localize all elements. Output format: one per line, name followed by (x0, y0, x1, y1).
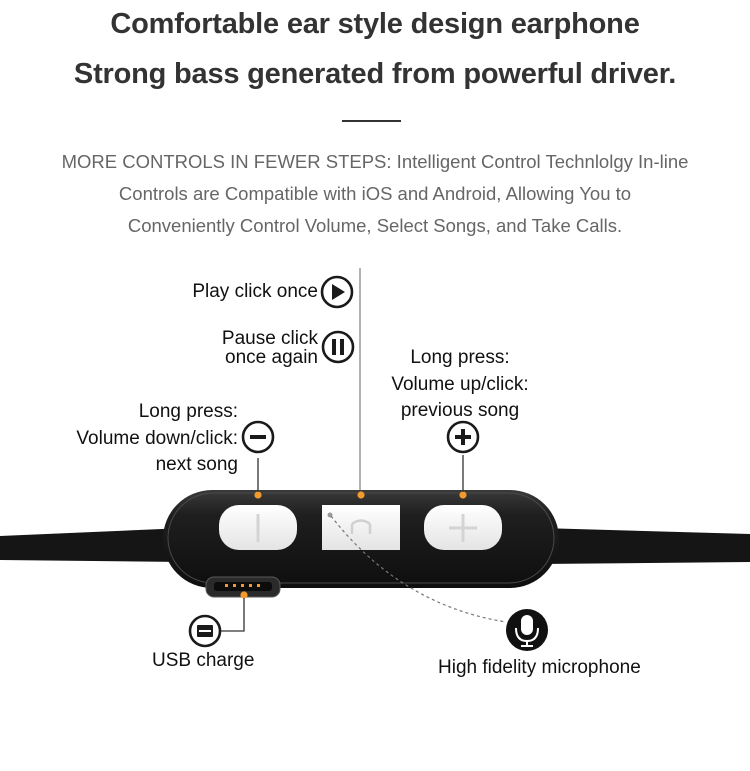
heading-divider (342, 120, 401, 122)
usb-port-pins (225, 584, 260, 587)
pause-icon (321, 330, 355, 364)
phone-glyph (350, 519, 372, 534)
volume-up-line-1: Long press: (410, 347, 510, 368)
description-line-3: Conveniently Control Volume, Select Song… (127, 215, 623, 236)
pause-label: Pause click once again (150, 329, 318, 367)
volume-up-label: Long press: Volume up/click: previous so… (360, 345, 560, 425)
volume-down-line-3: next song (155, 454, 238, 475)
accent-dot-play-pause (357, 491, 365, 499)
usb-leader (221, 598, 245, 632)
usb-charge-label: USB charge (152, 650, 255, 671)
microphone-label: High fidelity microphone (438, 657, 641, 678)
controls-description: MORE CONTROLS IN FEWER STEPS: Intelligen… (20, 146, 730, 242)
volume-up-line-2: Volume up/click: (391, 373, 529, 395)
cable-right (540, 528, 750, 564)
cable-left (0, 528, 185, 562)
play-pause-button (322, 505, 400, 550)
volume-down-line-1: Long press: (138, 401, 238, 422)
pause-label-line-1: Pause click (221, 328, 318, 349)
microphone-icon (506, 609, 548, 651)
volume-up-line-3: previous song (400, 400, 520, 421)
accent-dot-volume-up (459, 491, 467, 499)
pause-label-line-2: once again (225, 347, 318, 368)
play-label: Play click once (192, 281, 318, 302)
volume-down-line-2: Volume down/click: (76, 427, 238, 449)
accent-dot-usb (240, 591, 248, 599)
usb-icon (188, 614, 222, 648)
headline-comfort: Comfortable ear style design earphone (110, 8, 640, 40)
volume-down-label: Long press: Volume down/click: next song (30, 399, 238, 479)
headline-bass: Strong bass generated from powerful driv… (73, 58, 677, 90)
plus-icon (446, 420, 480, 454)
minus-icon (241, 420, 275, 454)
description-line-1: MORE CONTROLS IN FEWER STEPS: Intelligen… (61, 151, 689, 172)
description-line-2: Controls are Compatible with iOS and And… (118, 183, 632, 204)
play-icon (320, 275, 354, 309)
accent-dot-volume-down (254, 491, 262, 499)
